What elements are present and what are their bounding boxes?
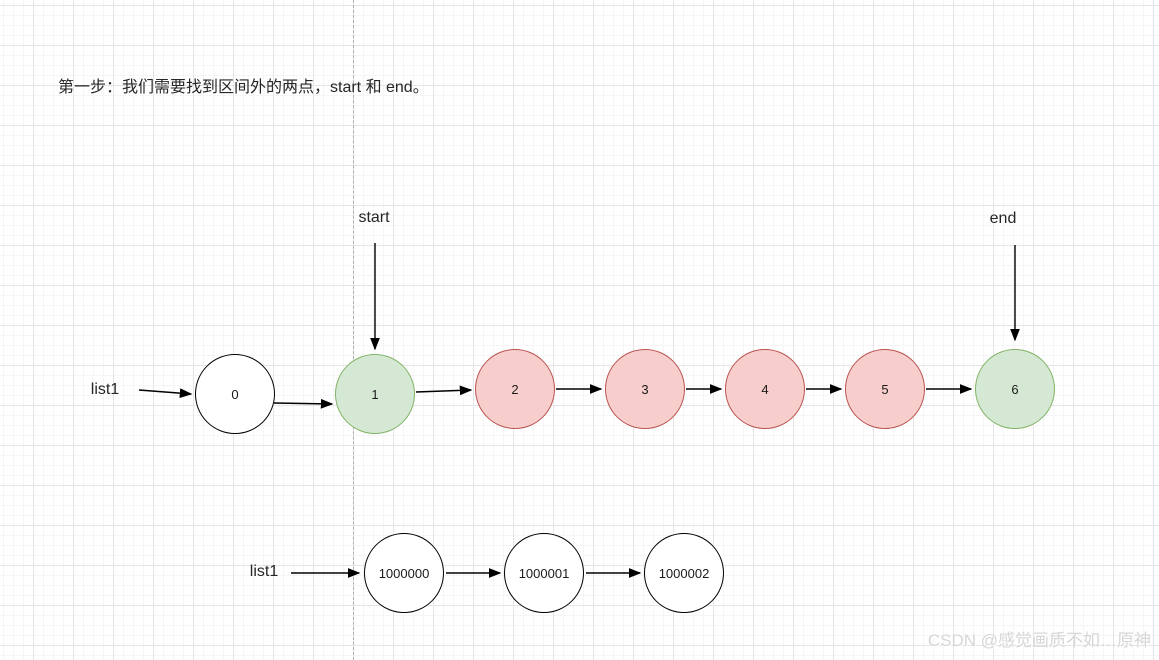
- arrow-node0-to-node1: [273, 398, 334, 409]
- step-title: 第一步：我们需要找到区间外的两点，start 和 end。: [58, 79, 429, 96]
- arrow-list1-to-node0: [138, 388, 193, 399]
- start-label: start: [358, 209, 390, 226]
- list1-label-top: list1: [90, 381, 120, 398]
- bottom-node-0: 1000000: [364, 533, 444, 613]
- list1-label-bottom: list1: [249, 563, 279, 580]
- bottom-node-2: 1000002: [644, 533, 724, 613]
- top-node-3: 3: [605, 349, 685, 429]
- top-node-0: 0: [195, 354, 275, 434]
- csdn-watermark: CSDN @感觉画质不如…原神: [927, 631, 1151, 650]
- page-break-line: [353, 0, 354, 660]
- top-node-6: 6: [975, 349, 1055, 429]
- top-node-1: 1: [335, 354, 415, 434]
- top-node-5: 5: [845, 349, 925, 429]
- top-node-4: 4: [725, 349, 805, 429]
- top-node-2: 2: [475, 349, 555, 429]
- end-label: end: [989, 210, 1017, 227]
- bottom-node-1: 1000001: [504, 533, 584, 613]
- arrow-node1-to-node2: [415, 385, 473, 396]
